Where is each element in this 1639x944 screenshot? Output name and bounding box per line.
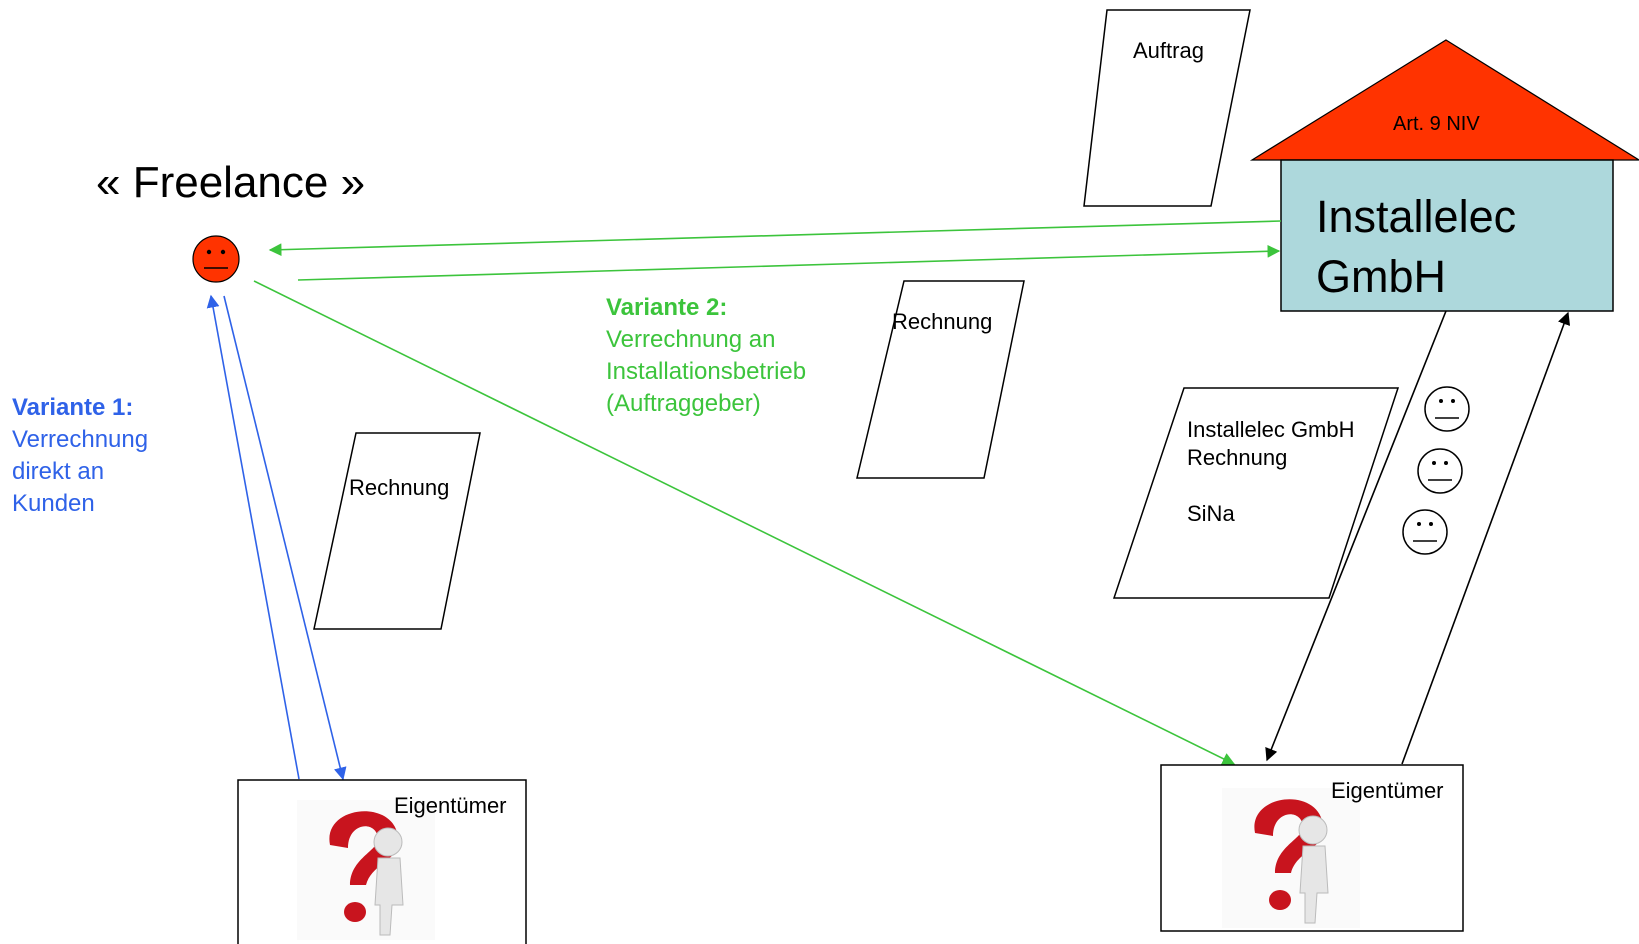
variant2-label: Variante 2: Verrechnung an Installations… [606, 292, 806, 420]
invoice-line: Installelec GmbH [1187, 417, 1355, 442]
variant1-line: Verrechnung [12, 426, 149, 453]
installelec-invoice-text: Installelec GmbH Rechnung SiNa [1187, 416, 1355, 528]
worker-face-icon [1402, 509, 1448, 555]
company-roof-label: Art. 9 NIV [1393, 113, 1480, 135]
invoice-line: Rechnung [1187, 445, 1288, 470]
arrow-freelancer-to-company [297, 244, 1281, 281]
arrow-company-to-right-owner [1265, 310, 1447, 762]
invoice-line: SiNa [1187, 501, 1235, 526]
freelancer-face-icon [192, 235, 240, 283]
arrow-right-owner-to-company [1401, 311, 1571, 765]
company-name-line: Installelec [1316, 191, 1517, 242]
variant2-line: Verrechnung an [606, 326, 776, 353]
company-name: Installelec GmbH [1316, 187, 1516, 307]
rechnung-label-center: Rechnung [892, 309, 993, 334]
variant2-line: Installationsbetrieb [606, 358, 807, 385]
owner-label-left: Eigentümer [394, 793, 507, 818]
variant2-heading: Variante 2: [606, 294, 728, 321]
worker-face-icon [1424, 386, 1470, 432]
question-mark-person-icon [1222, 788, 1360, 928]
rechnung-document-center [856, 280, 1025, 479]
question-mark-person-icon [297, 800, 435, 940]
arrow-freelancer-to-right-owner [253, 280, 1236, 765]
arrow-left-owner-to-freelancer [206, 294, 300, 780]
auftrag-label: Auftrag [1133, 38, 1204, 63]
company-roof [1249, 39, 1639, 161]
variant1-heading: Variante 1: [12, 394, 134, 421]
rechnung-document-left [313, 432, 481, 630]
arrow-freelancer-to-left-owner [223, 295, 347, 781]
freelance-title: « Freelance » [96, 158, 366, 207]
owner-label-right: Eigentümer [1331, 778, 1444, 803]
variant1-label: Variante 1: Verrechnung direkt an Kunden [12, 392, 148, 520]
installelec-invoice-document [1112, 387, 1400, 599]
worker-face-icon [1417, 448, 1463, 494]
variant2-line: (Auftraggeber) [606, 390, 761, 417]
variant1-line: direkt an [12, 458, 105, 485]
variant1-line: Kunden [12, 490, 95, 517]
auftrag-document [1083, 9, 1251, 207]
rechnung-label-left: Rechnung [349, 475, 450, 500]
arrow-company-to-freelancer [268, 220, 1282, 257]
company-name-line: GmbH [1316, 251, 1447, 302]
company-building [1280, 159, 1614, 312]
